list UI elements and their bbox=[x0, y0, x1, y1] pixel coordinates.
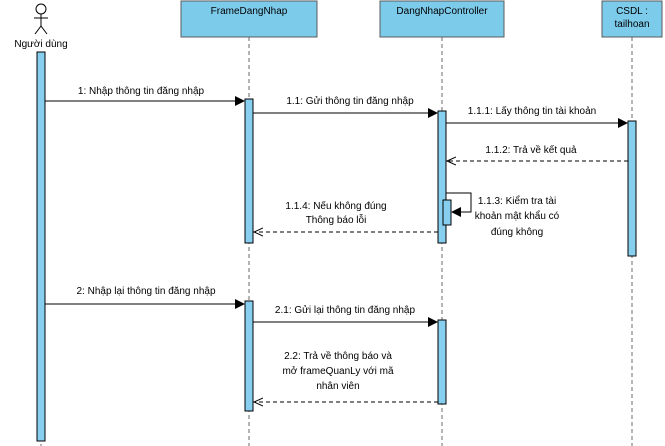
label-m114-line2: Thông báo lỗi bbox=[306, 213, 367, 226]
label-m22-line1: 2.2: Trả về thông báo và bbox=[284, 350, 392, 362]
participant-controller-box bbox=[379, 0, 505, 38]
label-m22-line2: mở frameQuanLy với mã bbox=[282, 365, 394, 377]
actor-label: Người dùng bbox=[14, 39, 67, 50]
activation-frame-1 bbox=[244, 98, 254, 244]
participant-controller-label: DangNhapController bbox=[396, 6, 488, 17]
participant-db-label-line2: tailhoan bbox=[614, 19, 649, 30]
label-m113-line3: đúng không bbox=[491, 227, 543, 238]
label-m22-line3: nhân viên bbox=[316, 381, 359, 392]
label-m113-line1: 1.1.3: Kiểm tra tài bbox=[478, 195, 556, 207]
participant-db: CSDL : tailhoan bbox=[601, 0, 663, 38]
activation-db bbox=[627, 120, 637, 257]
label-m2: 2: Nhập lại thông tin đăng nhập bbox=[77, 286, 216, 297]
message-arrows bbox=[45, 96, 628, 402]
participant-controller: DangNhapController bbox=[379, 0, 505, 38]
label-m114-line1: 1.1.4: Nếu không đúng bbox=[285, 200, 386, 212]
participant-frame: FrameDangNhap bbox=[180, 0, 318, 38]
label-m113-line2: khoản mật khẩu có bbox=[475, 210, 560, 222]
actor-leg-left bbox=[34, 25, 42, 35]
activations bbox=[36, 51, 637, 442]
message-labels: 1: Nhập thông tin đăng nhập 1.1: Gửi thô… bbox=[77, 86, 597, 392]
actor-user: Người dùng bbox=[14, 3, 68, 50]
label-m21: 2.1: Gửi lại thông tin đăng nhập bbox=[275, 304, 416, 316]
label-m1: 1: Nhập thông tin đăng nhập bbox=[78, 86, 205, 97]
activation-controller-self bbox=[442, 199, 452, 226]
label-m11: 1.1: Gửi thông tin đăng nhập bbox=[286, 95, 414, 107]
participant-db-label-line1: CSDL : bbox=[616, 6, 648, 17]
activation-frame-2 bbox=[244, 300, 254, 412]
participant-db-box bbox=[601, 0, 663, 38]
label-m111: 1.1.1: Lấy thông tin tài khoản bbox=[468, 105, 596, 117]
activation-controller-2 bbox=[437, 319, 447, 405]
actor-leg-right bbox=[40, 25, 48, 35]
arrow-m113-self bbox=[446, 192, 472, 217]
actor-head-icon bbox=[35, 3, 47, 15]
label-m112: 1.1.2: Trả về kết quả bbox=[485, 144, 577, 156]
activation-actor bbox=[36, 51, 46, 442]
participant-frame-label: FrameDangNhap bbox=[211, 6, 288, 17]
activation-controller-1 bbox=[437, 110, 447, 244]
participant-frame-box bbox=[180, 0, 318, 38]
